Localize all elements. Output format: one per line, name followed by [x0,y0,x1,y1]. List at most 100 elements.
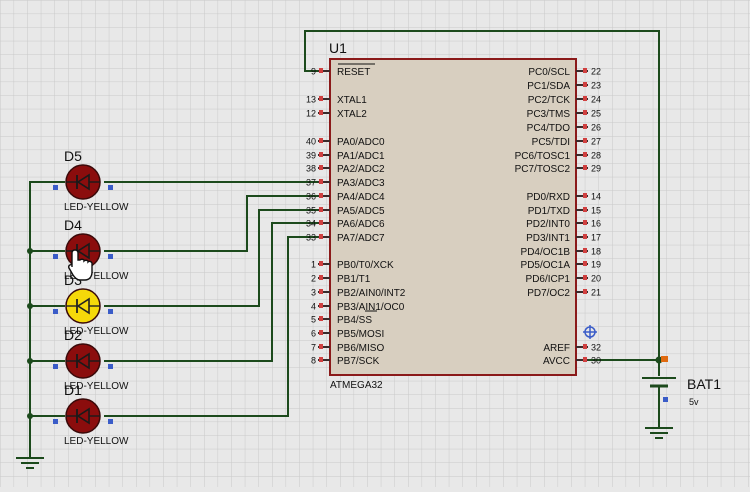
pin-number: 2 [311,274,316,284]
wire-reset[interactable] [304,30,660,360]
pin-label: PB1/T1 [337,274,371,285]
pin-label: AREF [543,343,570,354]
pin-number: 23 [591,81,601,91]
pin-end [319,261,323,266]
battery-value: 5v [689,397,699,407]
pin-label: PC6/TOSC1 [515,151,571,162]
pin-end [319,193,323,198]
pin-number: 5 [311,315,316,325]
junction-dot [655,356,663,364]
led-port [53,364,58,369]
pin-number: 9 [311,67,316,77]
led-ref: D4 [64,217,82,233]
pin-end [583,357,587,362]
pin-end [319,207,323,212]
wire-cathode-bus[interactable] [29,181,65,458]
pin-number: 21 [591,288,601,298]
pin-label: PD3/INT1 [526,233,570,244]
pin-label: PB2/AIN0/INT2 [337,288,406,299]
chip-ref: U1 [329,40,347,56]
pin-end [583,275,587,280]
pin-number: 33 [306,233,316,243]
pin-number: 7 [311,343,316,353]
pin-end [583,110,587,115]
pin-label: PC0/SCL [528,67,570,78]
pin-number: 30 [591,356,601,366]
led-port [53,419,58,424]
pin-end [319,96,323,101]
led-port [108,364,113,369]
pin-end [583,234,587,239]
pin-label: PC1/SDA [527,81,570,92]
crosshair-probe-icon[interactable] [583,325,597,339]
pin-label: XTAL2 [337,109,367,120]
pin-number: 6 [311,329,316,339]
chip-right-pins: 22PC0/SCL23PC1/SDA24PC2/TCK25PC3/TMS26PC… [515,67,601,368]
pin-end [319,138,323,143]
pin-number: 18 [591,247,601,257]
battery-ref: BAT1 [687,376,721,392]
ground-symbol-leds [16,457,44,469]
pin-label: RESET [337,67,370,78]
pin-end [319,179,323,184]
pin-label: PA6/ADC6 [337,219,385,230]
pin-number: 15 [591,206,601,216]
pin-end [583,165,587,170]
hand-pointer-icon [68,249,93,281]
led-port [108,309,113,314]
chip-part: ATMEGA32 [330,380,383,391]
led-port [53,309,58,314]
pin-number: 4 [311,302,316,312]
chip-body[interactable] [329,58,577,376]
led-port [53,254,58,259]
pin-number: 32 [591,343,601,353]
led-part: LED-YELLOW [64,202,129,213]
pin-end [319,68,323,73]
pin-label: PD0/RXD [527,192,570,203]
pin-number: 34 [306,219,316,229]
led-part: LED-YELLOW [64,381,129,392]
led-part: LED-YELLOW [64,271,129,282]
wire-pa6-d2[interactable] [104,222,318,362]
pin-number: 36 [306,192,316,202]
pin-end [319,330,323,335]
pin-number: 29 [591,164,601,174]
pin-label: PD6/ICP1 [526,274,571,285]
battery-bat1[interactable]: BAT1 5v [642,376,721,407]
pin-end [583,207,587,212]
wire-pa7-d1[interactable] [104,236,318,417]
junction-dot [27,358,33,364]
pin-label: PB0/T0/XCK [337,260,394,271]
pin-end [583,248,587,253]
junction-dot [27,248,33,254]
pin-number: 24 [591,95,601,105]
pin-end [319,344,323,349]
pin-label: PB7/SCK [337,356,380,367]
wire-pa5-d3[interactable] [104,209,318,307]
pin-label: PC3/TMS [527,109,571,120]
pin-number: 40 [306,137,316,147]
wire-pa4-d4[interactable] [104,195,318,252]
led-port [108,419,113,424]
pin-label: PD5/OC1A [521,260,571,271]
pin-number: 13 [306,95,316,105]
pin-number: 26 [591,123,601,133]
led-ref: D1 [64,382,82,398]
pin-end [583,344,587,349]
pin-label: AVCC [543,356,570,367]
pin-number: 38 [306,164,316,174]
junction-dot [27,413,33,419]
pin-end [583,138,587,143]
pin-end [319,357,323,362]
battery-port [663,397,668,402]
pin-number: 37 [306,178,316,188]
pin-number: 12 [306,109,316,119]
